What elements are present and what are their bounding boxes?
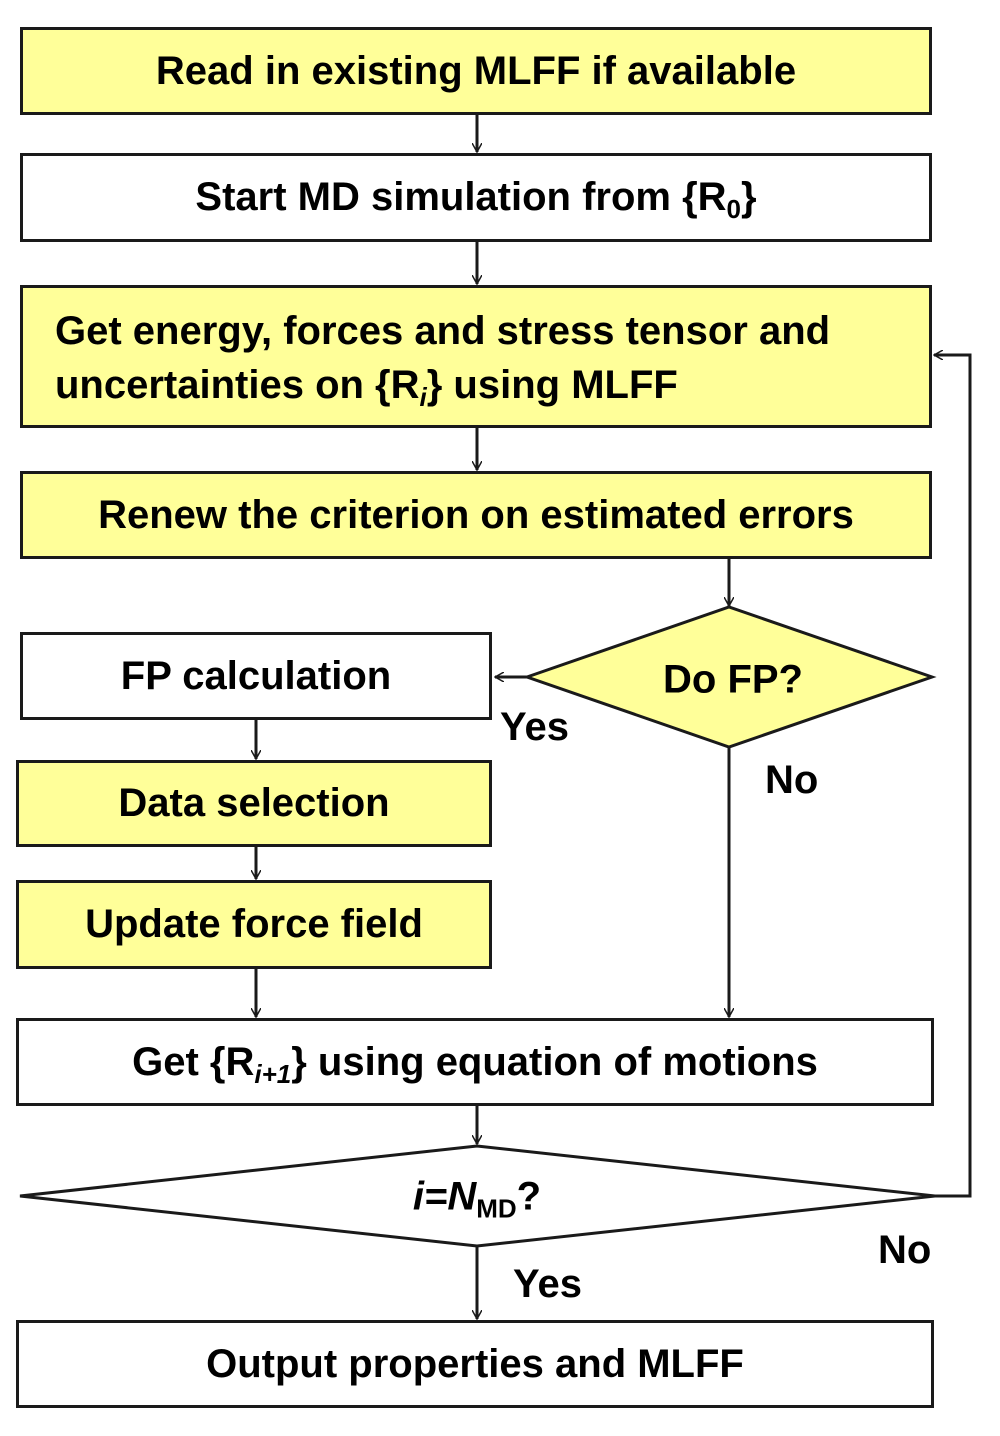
update-force-field-step: Update force field — [16, 880, 492, 969]
arrow-check-no-loop — [934, 355, 972, 1198]
read-mlff-label: Read in existing MLFF if available — [155, 48, 797, 93]
update-force-field-label: Update force field — [85, 902, 423, 946]
diamond-do-fp — [522, 605, 937, 749]
output-step: Output properties and MLFF — [16, 1320, 934, 1408]
fp-calculation-label: FP calculation — [120, 653, 392, 698]
read-mlff-step: Read in existing MLFF if available — [20, 27, 932, 115]
get-r-next-label: Get {Ri+1} using equation of motions — [132, 1039, 818, 1089]
renew-criterion-step: Renew the criterion on estimated errors — [20, 471, 932, 559]
get-energy-step: Get energy, forces and stress tensor and… — [20, 285, 932, 428]
loop-yes-label: Yes — [513, 1262, 582, 1306]
get-energy-line2: uncertainties on {Ri} using MLFF — [55, 363, 678, 412]
do-fp-no-label: No — [765, 758, 819, 802]
get-energy-line1: Get energy, forces and stress tensor and — [55, 309, 831, 353]
loop-check-label: i=NMD? — [412, 1174, 542, 1224]
output-label: Output properties and MLFF — [206, 1341, 744, 1386]
renew-criterion-label: Renew the criterion on estimated errors — [98, 492, 854, 537]
start-md-step: Start MD simulation from {R0} — [20, 153, 932, 242]
get-r-next-step: Get {Ri+1} using equation of motions — [16, 1018, 934, 1106]
fp-calculation-step: FP calculation — [20, 632, 492, 720]
do-fp-label: Do FP? — [663, 657, 803, 702]
diamond-loop-check — [19, 1144, 936, 1248]
loop-no-label: No — [878, 1228, 932, 1272]
data-selection-label: Data selection — [118, 781, 390, 825]
data-selection-step: Data selection — [16, 760, 492, 847]
start-md-label: Start MD simulation from {R0} — [195, 175, 757, 224]
do-fp-yes-label: Yes — [500, 705, 569, 749]
